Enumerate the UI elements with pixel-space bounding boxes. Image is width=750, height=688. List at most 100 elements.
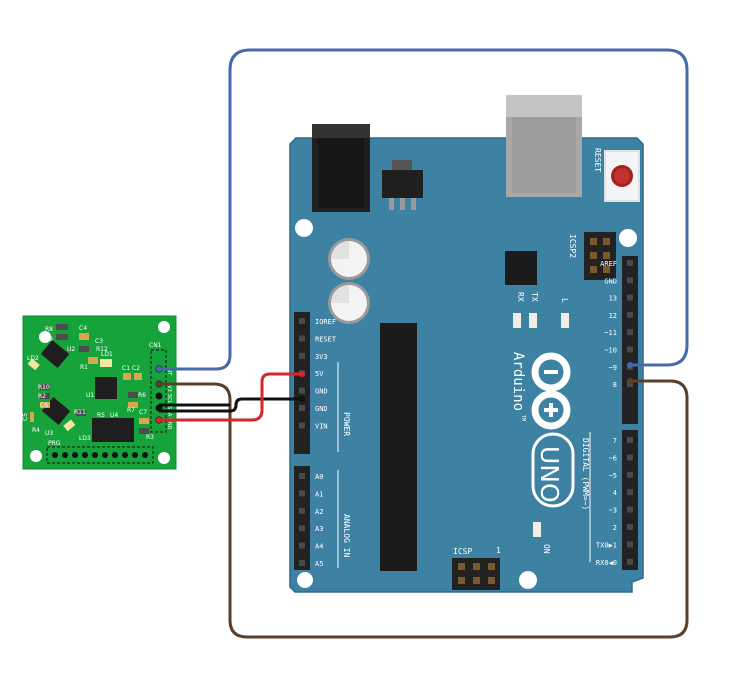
header-pin bbox=[627, 541, 633, 548]
arduino-logo-icon bbox=[531, 352, 571, 430]
component-label: LD3 bbox=[79, 435, 91, 442]
pin-label: A3 bbox=[315, 525, 323, 533]
reset-button[interactable] bbox=[604, 150, 640, 202]
wire-end bbox=[299, 396, 305, 402]
led-smd bbox=[63, 419, 76, 432]
header-pin bbox=[590, 252, 597, 259]
component-label: R1 bbox=[80, 364, 88, 371]
header-pin bbox=[627, 311, 633, 318]
prog-pin bbox=[142, 452, 148, 458]
pin-label: TX0▶1 bbox=[596, 541, 617, 549]
header-pin bbox=[627, 489, 633, 496]
prog-pin bbox=[72, 452, 78, 458]
wires bbox=[156, 48, 689, 639]
wire-end bbox=[156, 405, 162, 411]
wire-end bbox=[627, 378, 633, 384]
resistor bbox=[76, 410, 86, 416]
voltage-regulator bbox=[382, 160, 423, 210]
int-wire bbox=[159, 48, 689, 371]
model-text: UNO bbox=[535, 446, 564, 503]
on-led bbox=[533, 522, 541, 537]
header-pin bbox=[299, 352, 305, 359]
header-pin bbox=[627, 329, 633, 336]
sensor-module: R8 R9 C4 U2 R12 C3 LD2 R1 LD1 C1 C2 U1 R… bbox=[22, 315, 177, 470]
component-label: C5 bbox=[22, 413, 29, 421]
icsp-pin1-label: 1 bbox=[496, 546, 501, 555]
wire-end bbox=[299, 371, 305, 377]
prog-pin bbox=[112, 452, 118, 458]
component-label: U3 bbox=[45, 430, 53, 437]
component-label: R10 bbox=[38, 384, 50, 391]
pin-label: GND bbox=[315, 388, 328, 396]
component-label: R2 bbox=[38, 393, 46, 400]
wire-end bbox=[156, 417, 162, 423]
header-pin bbox=[299, 507, 305, 514]
pin-label: GND bbox=[315, 405, 328, 413]
prog-pin bbox=[82, 452, 88, 458]
header-pin bbox=[299, 473, 305, 479]
mounting-hole bbox=[30, 450, 42, 462]
component-label: R7 bbox=[127, 407, 135, 414]
dc-power-jack bbox=[312, 124, 370, 212]
mounting-hole bbox=[519, 571, 537, 589]
capacitor-smd bbox=[79, 333, 89, 340]
pin-label: ~10 bbox=[604, 347, 617, 355]
wire-end bbox=[627, 362, 633, 368]
header-pin bbox=[627, 558, 633, 565]
component-label: R11 bbox=[74, 409, 86, 416]
header-pin bbox=[458, 577, 465, 584]
component-label: C4 bbox=[79, 325, 87, 332]
resistor bbox=[139, 428, 149, 434]
prog-pin bbox=[132, 452, 138, 458]
prog-pin-group bbox=[52, 452, 148, 458]
capacitor-smd bbox=[139, 418, 149, 424]
usb-chip bbox=[505, 251, 537, 285]
rx-led bbox=[513, 313, 521, 328]
pin-label: 4 bbox=[613, 489, 617, 497]
header-pin bbox=[299, 335, 305, 342]
u2-chip bbox=[40, 340, 70, 368]
header-pin bbox=[603, 252, 610, 259]
mounting-hole bbox=[158, 321, 170, 333]
pin-label: RX0◀0 bbox=[596, 559, 617, 567]
component-label: R3 bbox=[146, 434, 154, 441]
capacitor-smd bbox=[134, 373, 142, 380]
pin-label: RESET bbox=[315, 335, 337, 343]
header-pin bbox=[627, 454, 633, 461]
connector-outline bbox=[150, 349, 167, 433]
rx-label: RX bbox=[516, 292, 525, 302]
usb-connector bbox=[506, 95, 582, 197]
resistor bbox=[79, 346, 89, 352]
capacitor-smd bbox=[40, 402, 50, 408]
pin-label: ~11 bbox=[604, 329, 617, 337]
analog-header bbox=[294, 466, 310, 570]
u1-chip bbox=[95, 377, 117, 399]
mounting-hole bbox=[619, 229, 637, 247]
capacitor bbox=[328, 282, 370, 324]
mounting-hole bbox=[297, 572, 313, 588]
header-pin bbox=[590, 238, 597, 245]
resistor bbox=[40, 384, 50, 390]
header-pin bbox=[603, 266, 610, 273]
prog-header-outline bbox=[46, 446, 154, 464]
prog-pin bbox=[52, 452, 58, 458]
resistor bbox=[128, 392, 138, 398]
icsp-header bbox=[452, 558, 500, 590]
component-label: R5 bbox=[97, 412, 105, 419]
mounting-hole bbox=[295, 219, 313, 237]
resistor bbox=[56, 334, 68, 340]
connector-pin-label: GND bbox=[166, 418, 172, 430]
capacitor-smd bbox=[88, 357, 98, 364]
pin-label: 8 bbox=[613, 381, 617, 389]
mounting-hole bbox=[158, 452, 170, 464]
l-label: L bbox=[560, 298, 569, 303]
header-pin bbox=[299, 318, 305, 324]
header-pin bbox=[627, 506, 633, 513]
connector-pin-label: SCL bbox=[166, 394, 172, 404]
analog-section-label: ANALOG IN bbox=[342, 514, 351, 558]
header-pin bbox=[590, 266, 597, 273]
header-pin bbox=[299, 405, 305, 411]
